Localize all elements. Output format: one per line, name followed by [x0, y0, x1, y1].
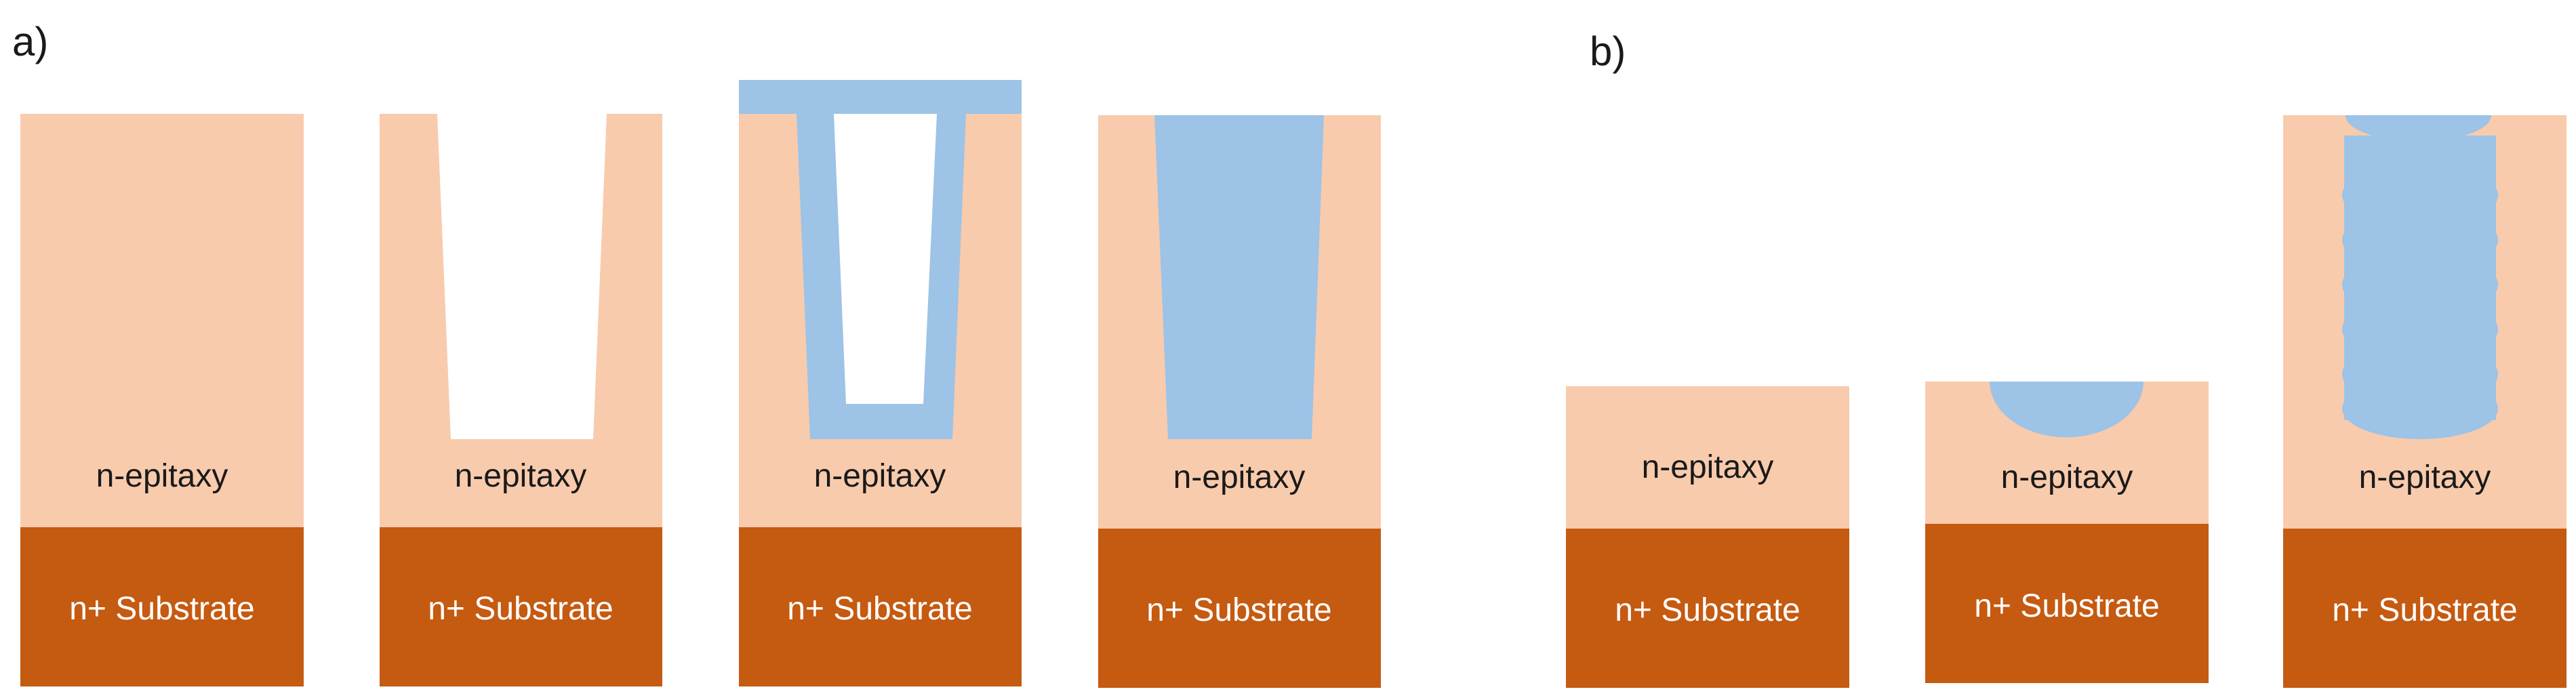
- substrate-label: n+ Substrate: [69, 591, 255, 627]
- epitaxy-label: n-epitaxy: [1173, 459, 1306, 495]
- substrate-label: n+ Substrate: [787, 591, 973, 627]
- epitaxy-label: n-epitaxy: [1642, 449, 1774, 485]
- epitaxy-layer: [20, 114, 304, 527]
- substrate-layer: [1925, 524, 2209, 683]
- substrate-layer: [1566, 529, 1849, 688]
- epitaxy-label: n-epitaxy: [2001, 459, 2133, 495]
- substrate-layer: [380, 527, 662, 686]
- substrate-layer: [2283, 529, 2567, 688]
- step-b1: n-epitaxy n+ Substrate: [1566, 386, 1849, 688]
- substrate-layer: [20, 527, 304, 686]
- step-b3: n-epitaxy n+ Substrate: [2283, 115, 2567, 688]
- epitaxy-label: n-epitaxy: [455, 458, 587, 494]
- substrate-label: n+ Substrate: [1974, 588, 2160, 624]
- oxide-lobe: [2346, 115, 2491, 142]
- epitaxy-label: n-epitaxy: [814, 458, 946, 494]
- part-a-label: a): [12, 19, 48, 64]
- substrate-label: n+ Substrate: [428, 591, 613, 627]
- substrate-label: n+ Substrate: [1615, 592, 1800, 628]
- oxide-fill: [1154, 115, 1324, 439]
- epitaxy-layer: [1566, 386, 1849, 529]
- epitaxy-layer: [380, 114, 662, 527]
- substrate-layer: [739, 527, 1022, 686]
- part-b-label: b): [1590, 28, 1626, 74]
- stacked-oxide: [2342, 115, 2498, 439]
- epitaxy-label: n-epitaxy: [96, 458, 228, 494]
- step-a1: n-epitaxy n+ Substrate: [20, 114, 304, 686]
- substrate-label: n+ Substrate: [2332, 592, 2518, 628]
- oxide-implant: [1990, 382, 2144, 438]
- step-a2: n-epitaxy n+ Substrate: [380, 114, 662, 686]
- step-a4: n-epitaxy n+ Substrate: [1098, 115, 1381, 688]
- step-a3: n-epitaxy n+ Substrate: [739, 80, 1022, 686]
- substrate-layer: [1098, 529, 1381, 688]
- substrate-label: n+ Substrate: [1146, 592, 1332, 628]
- trench-opening: [834, 114, 937, 404]
- step-b2: n-epitaxy n+ Substrate: [1925, 382, 2209, 683]
- epitaxy-label: n-epitaxy: [2359, 459, 2491, 495]
- oxide-core: [2344, 136, 2496, 420]
